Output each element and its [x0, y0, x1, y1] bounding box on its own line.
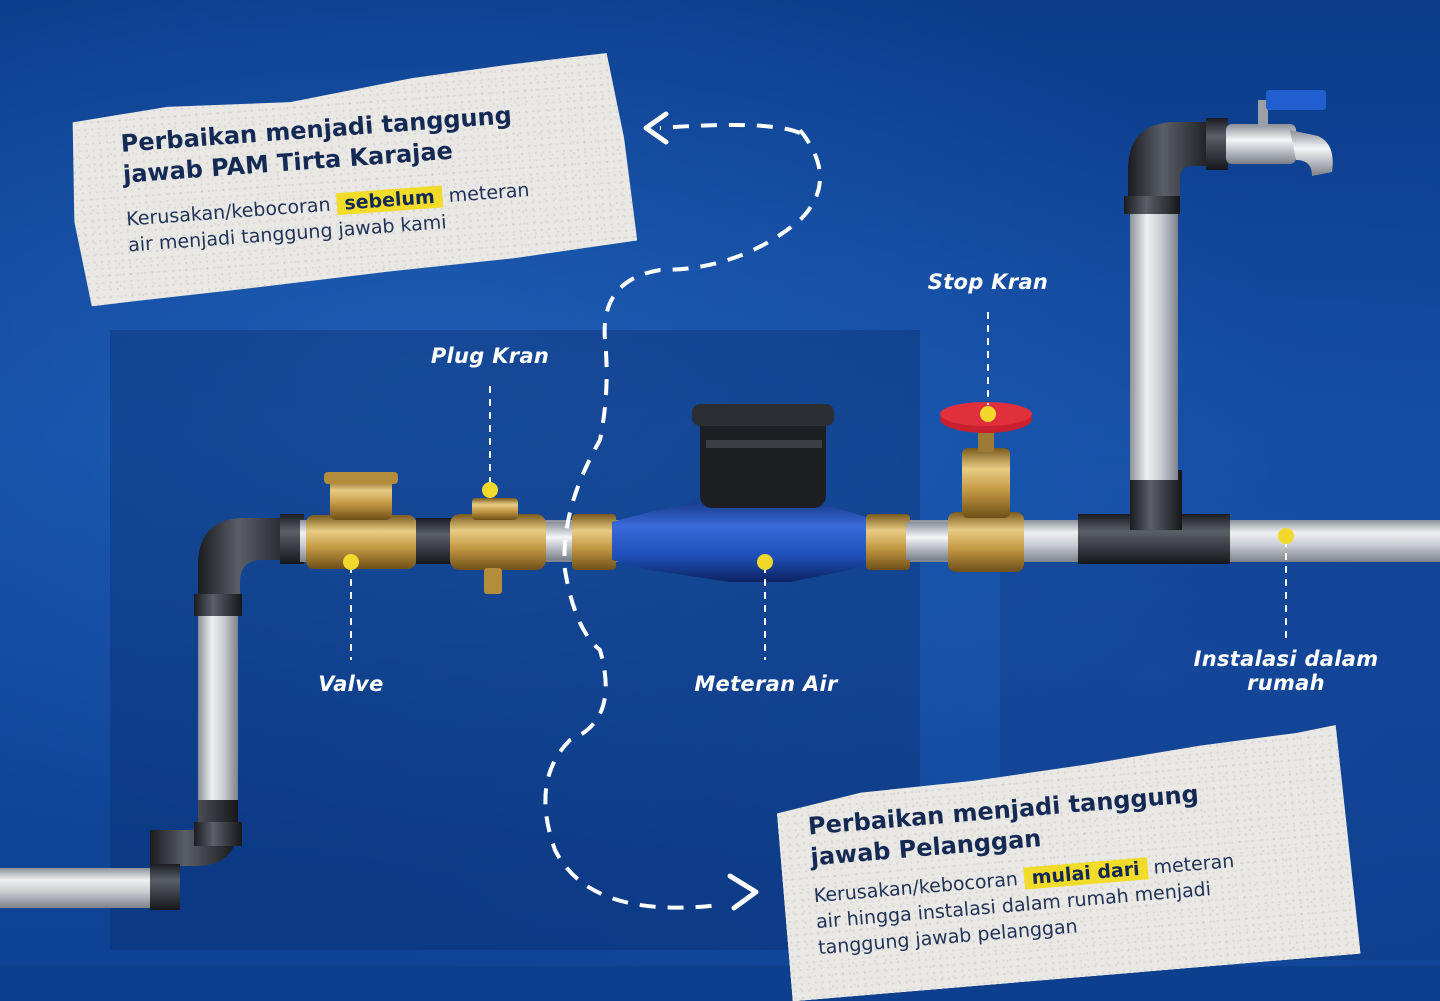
- plumbing-diagram: [0, 90, 1440, 911]
- marker-instalasi: [1278, 528, 1294, 544]
- pipe-elbow: [198, 518, 300, 600]
- label-stop-kran: Stop Kran: [927, 270, 1049, 294]
- stop-kran-fitting: [940, 402, 1032, 572]
- pipe-coupling: [194, 822, 242, 846]
- pipe-segment: [0, 868, 170, 908]
- faucet-icon: [1226, 90, 1333, 176]
- plug-kran-fitting: [450, 498, 546, 594]
- label-instalasi-line1: Instalasi dalam: [1193, 647, 1379, 671]
- marker-meteran-air: [757, 554, 773, 570]
- water-meter: [612, 404, 880, 582]
- label-instalasi-line2: rumah: [1247, 671, 1325, 695]
- note-top-body: Kerusakan/kebocoran sebelum meteran air …: [125, 177, 532, 258]
- pipe-coupling: [150, 864, 180, 910]
- note-top-body-after: meteran: [447, 179, 531, 207]
- label-plug-kran: Plug Kran: [430, 344, 550, 368]
- valve-fitting: [306, 472, 416, 569]
- label-meteran-air: Meteran Air: [694, 672, 838, 696]
- riser-pipe: [1130, 200, 1178, 480]
- arrow-right-icon: [727, 873, 759, 911]
- marker-plug-kran: [482, 482, 498, 498]
- label-valve: Valve: [318, 672, 384, 696]
- marker-valve: [343, 554, 359, 570]
- arrow-left-icon: [643, 111, 669, 145]
- pipe-elbow: [1128, 122, 1215, 200]
- note-top-title: Perbaikan menjadi tanggung jawab PAM Tir…: [120, 100, 515, 191]
- marker-stop-kran: [980, 406, 996, 422]
- divider-dashed-line: [543, 128, 822, 910]
- label-instalasi: Instalasi dalam rumah: [1180, 647, 1392, 695]
- note-bottom-body-after: meteran: [1152, 850, 1235, 879]
- pipe-coupling: [194, 594, 242, 616]
